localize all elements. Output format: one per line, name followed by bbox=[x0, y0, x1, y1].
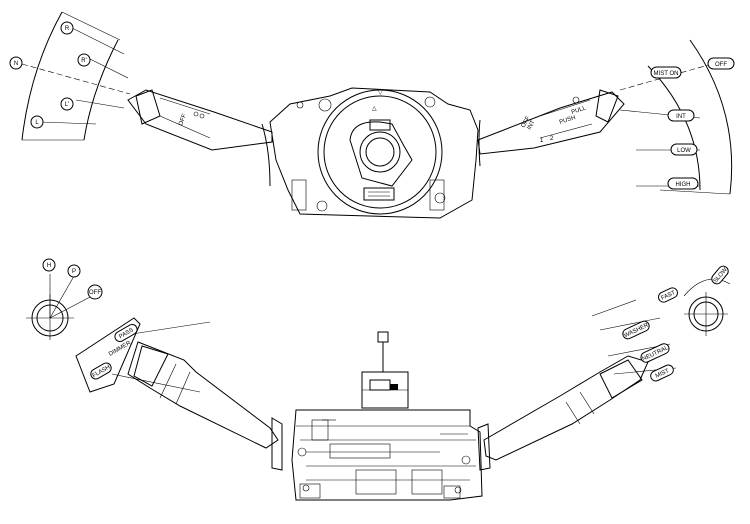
light-marking-off: OFF bbox=[178, 113, 188, 127]
wiper-marking-off: OFF bbox=[521, 115, 532, 129]
column-switch-body-bottom bbox=[291, 331, 483, 501]
wiper-position-scale: MIST ON OFF INT LOW HIGH bbox=[619, 39, 735, 195]
turn-position-r-prime: R' bbox=[81, 58, 86, 64]
wiper-marking-1: 1 bbox=[540, 138, 544, 144]
svg-text:▽: ▽ bbox=[378, 90, 383, 96]
wiper-position-mist-on: MIST ON bbox=[654, 71, 679, 77]
bottom-assembly: H P OFF PASS DIMMER FLASH bbox=[26, 258, 731, 501]
turn-position-l-prime: L' bbox=[65, 102, 69, 108]
headlight-dial-p: P bbox=[72, 269, 76, 275]
washer-dial-fast: FAST bbox=[660, 290, 676, 302]
light-lever-top: OFF bbox=[127, 89, 273, 151]
wiper-marking-int: INT bbox=[527, 119, 537, 131]
headlight-dial-off: OFF bbox=[89, 290, 101, 296]
top-assembly: N R R' L' L OFF bbox=[9, 11, 735, 219]
headlight-dial: H P OFF bbox=[26, 258, 103, 340]
lighting-lever-bottom: PASS DIMMER FLASH bbox=[75, 317, 283, 471]
column-switch-body-top: ▽ △ bbox=[261, 87, 481, 219]
wiper-marking-push: PUSH bbox=[559, 115, 577, 126]
wiper-marking-2: 2 bbox=[550, 136, 554, 142]
headlight-dial-h: H bbox=[47, 263, 51, 269]
washer-speed-dial: FAST SLOW bbox=[657, 265, 731, 336]
wiper-position-int: INT bbox=[676, 114, 686, 120]
turn-position-r: R bbox=[65, 26, 70, 32]
washer-lever-bottom: WASHER NEUTRAL MIST bbox=[477, 299, 677, 471]
wiper-position-low: LOW bbox=[677, 148, 691, 154]
wiper-marking-pull: PULL bbox=[571, 105, 588, 116]
turn-position-n: N bbox=[14, 61, 18, 67]
wiper-position-high: HIGH bbox=[676, 182, 691, 188]
wiper-lever-top: PULL PUSH INT OFF 1 2 bbox=[477, 89, 625, 155]
wiper-position-off: OFF bbox=[715, 62, 727, 68]
svg-text:△: △ bbox=[372, 106, 377, 112]
turn-position-l: L bbox=[35, 120, 39, 126]
turn-signal-scale: N R R' L' L bbox=[9, 11, 131, 141]
washer-position-mist: MIST bbox=[655, 368, 671, 380]
